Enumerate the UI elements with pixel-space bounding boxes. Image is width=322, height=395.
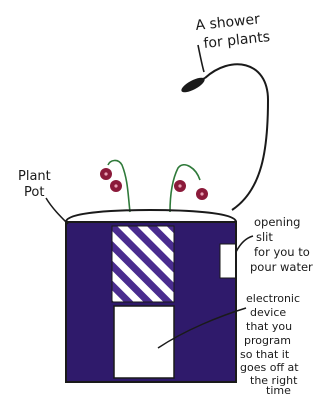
device-label: electronic device that you program so th… bbox=[240, 292, 300, 395]
device-label-line4: program bbox=[244, 334, 291, 347]
slit-label: opening slit for you to pour water bbox=[250, 215, 313, 274]
plant-pot bbox=[66, 210, 236, 382]
shower-hose bbox=[205, 64, 268, 210]
shower-assembly bbox=[179, 45, 268, 210]
device-label-line2: device bbox=[250, 306, 286, 319]
slit-label-pointer bbox=[236, 236, 253, 252]
opening-slit bbox=[220, 244, 236, 278]
flowers bbox=[100, 160, 208, 212]
slit-label-line4: pour water bbox=[250, 260, 313, 274]
device-label-line5: so that it bbox=[240, 348, 290, 361]
slit-label-line1: opening bbox=[254, 215, 300, 229]
shower-label: A shower for plants bbox=[195, 11, 271, 52]
device-label-line3: that you bbox=[246, 320, 292, 333]
device-label-line6: goes off at bbox=[240, 361, 299, 374]
shower-label-arrow bbox=[198, 45, 204, 72]
pot-label-line2: Pot bbox=[24, 185, 44, 200]
device-label-line8: time bbox=[266, 384, 291, 395]
pot-label: Plant Pot bbox=[18, 169, 51, 200]
slit-label-line2: slit bbox=[256, 230, 273, 244]
pot-rim bbox=[66, 210, 236, 222]
flower-icon bbox=[100, 168, 208, 200]
pot-label-line1: Plant bbox=[18, 169, 51, 184]
shower-label-line2: for plants bbox=[203, 29, 271, 52]
pot-label-pointer bbox=[46, 198, 68, 224]
shower-head-icon bbox=[179, 75, 206, 95]
slit-label-line3: for you to bbox=[254, 245, 310, 259]
device-label-line1: electronic bbox=[246, 292, 300, 305]
striped-panel bbox=[112, 226, 174, 302]
electronic-device bbox=[114, 306, 174, 378]
